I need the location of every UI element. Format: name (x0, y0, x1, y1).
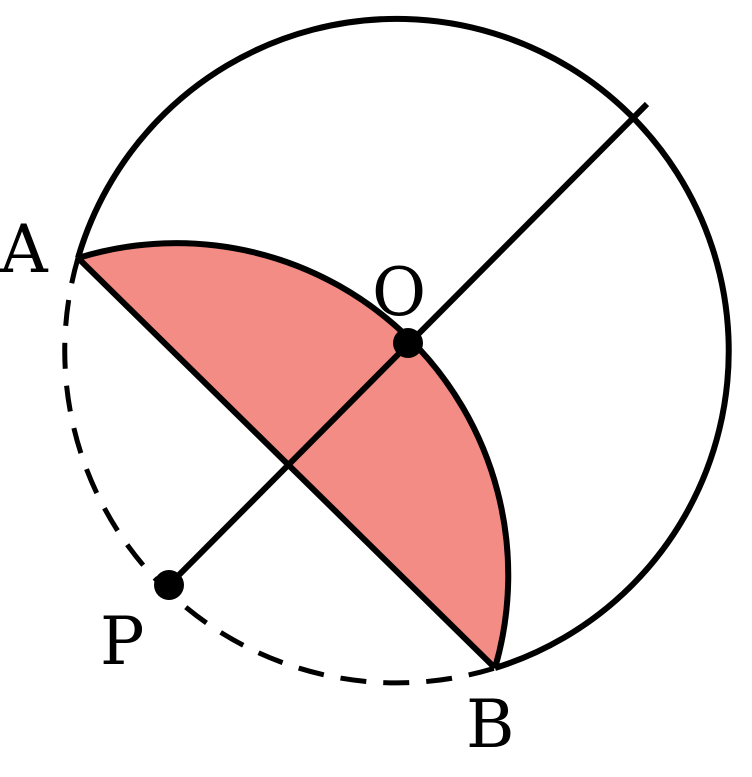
label-a: A (0, 211, 49, 288)
circle-arc (75, 15, 732, 671)
point-p (154, 570, 184, 600)
point-o (393, 328, 423, 358)
label-b: B (466, 686, 515, 763)
label-p: P (100, 603, 144, 680)
label-o: O (372, 254, 426, 331)
